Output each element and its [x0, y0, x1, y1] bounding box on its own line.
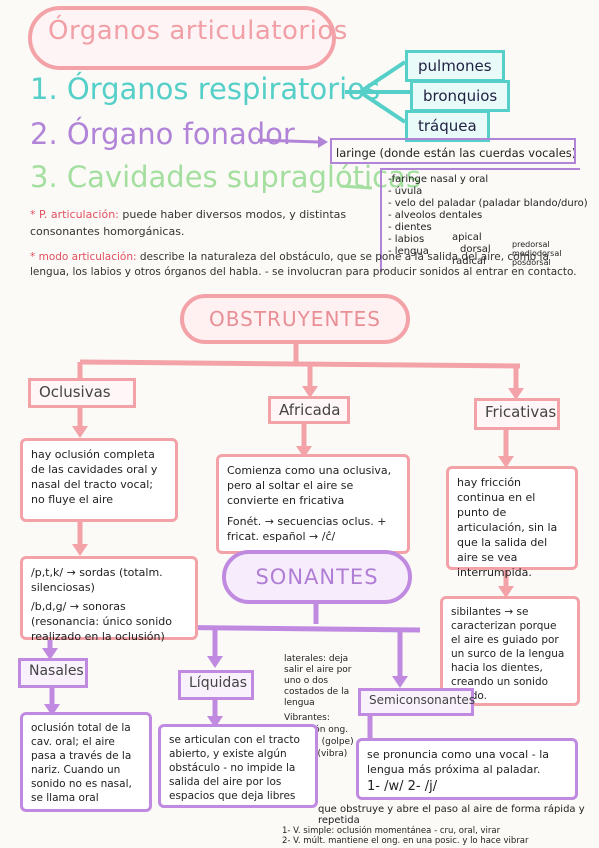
- heading-fonador: 2. Órgano fonador: [30, 117, 295, 151]
- sonantes-banner: SONANTES: [222, 550, 412, 604]
- obstruyentes-banner: OBSTRUYENTES: [180, 294, 410, 344]
- lengua-subparts: predorsal mediodorsal posdorsal: [512, 240, 561, 267]
- lengua-radical: radical: [452, 256, 486, 267]
- part-bronquios: bronquios: [410, 80, 511, 112]
- heading-cavidades: 3. Cavidades supraglóticas: [30, 160, 421, 194]
- fricativas-label: Fricativas: [474, 398, 560, 430]
- cavidades-list: -faringe nasal y oral - úvula - velo del…: [380, 168, 588, 272]
- oclusivas-desc: hay oclusión completa de las cavidades o…: [20, 438, 178, 522]
- africada-box: Comienza como una oclusiva, pero al solt…: [216, 454, 410, 554]
- nasales-desc: oclusión total de la cav. oral; el aire …: [20, 712, 152, 812]
- fricativas-desc: hay fricción continua en el punto de art…: [446, 466, 578, 579]
- note-punto-articulacion: * P. articulación: puede haber diversos …: [30, 206, 370, 240]
- vibrantes-desc: que obstruye y abre el paso al aire de f…: [318, 804, 585, 826]
- note-m-label: * modo articulación:: [30, 251, 137, 263]
- cavidad-item: - labios: [388, 234, 425, 245]
- semiconsonantes-desc: se pronuncia como una vocal - la lengua …: [367, 748, 549, 776]
- heading-respiratorios: 1. Órganos respiratorios: [30, 72, 381, 106]
- lengua-predorsal: predorsal: [512, 240, 550, 249]
- cavidad-item: - úvula: [388, 186, 423, 197]
- cavidad-item: - velo del paladar (paladar blando/duro): [388, 198, 588, 209]
- semiconsonantes-box: se pronuncia como una vocal - la lengua …: [356, 738, 578, 800]
- semiconsonantes-label: Semiconsonantes: [358, 688, 475, 716]
- oclusivas-sordas: /p,t,k/ → sordas (totalm. silenciosas): [31, 566, 163, 594]
- oclusivas-label: Oclusivas: [28, 378, 136, 408]
- note-p-label: * P. articulación:: [30, 208, 119, 221]
- liquidas-label: Líquidas: [178, 670, 254, 700]
- africada-desc: Comienza como una oclusiva, pero al solt…: [227, 464, 392, 507]
- oclusivas-sonoras: /b,d,g/ → sonoras (resonancia: único son…: [31, 600, 173, 643]
- africada-label: Africada: [268, 396, 350, 424]
- africada-fonet: Fonét. → secuencias oclus. + fricat. esp…: [227, 515, 387, 543]
- cavidad-item: - alveolos dentales: [388, 210, 483, 221]
- note-p-text: puede haber diversos modos, y distintas …: [30, 208, 347, 238]
- lengua-mediodorsal: mediodorsal: [512, 249, 562, 258]
- title-bubble: [28, 6, 336, 70]
- page-title: Órganos articulatorios: [48, 16, 348, 46]
- lengua-posdorsal: posdorsal: [512, 258, 551, 267]
- laringe-box: laringe (donde están las cuerdas vocales…: [330, 138, 576, 164]
- note-m-text: describe la naturaleza del obstáculo, qu…: [30, 251, 577, 278]
- cavidad-item: -faringe nasal y oral: [388, 174, 489, 185]
- vibrante-multiple: 2- V. múlt. mantiene el ong. en una posi…: [282, 836, 529, 846]
- lengua-dorsal: dorsal: [460, 244, 491, 255]
- liquidas-desc: se articulan con el tracto abierto, y ex…: [158, 724, 318, 808]
- cavidad-item: - dientes: [388, 222, 432, 233]
- part-traquea: tráquea: [405, 110, 490, 142]
- nasales-label: Nasales: [18, 658, 88, 688]
- semiconsonantes-ex: 1- /w/ 2- /j/: [367, 779, 438, 794]
- laterales-note: laterales: deja salir el aire por uno o …: [284, 654, 352, 708]
- vibrante-simple: 1- V. simple: oclusión momentánea - cru,…: [282, 826, 501, 836]
- lengua-apical: apical: [452, 232, 482, 243]
- cavidad-item: - lengua: [388, 246, 429, 257]
- part-pulmones: pulmones: [405, 50, 505, 82]
- note-modo-articulacion: * modo articulación: describe la natural…: [30, 250, 580, 280]
- oclusivas-examples: /p,t,k/ → sordas (totalm. silenciosas) /…: [20, 556, 198, 643]
